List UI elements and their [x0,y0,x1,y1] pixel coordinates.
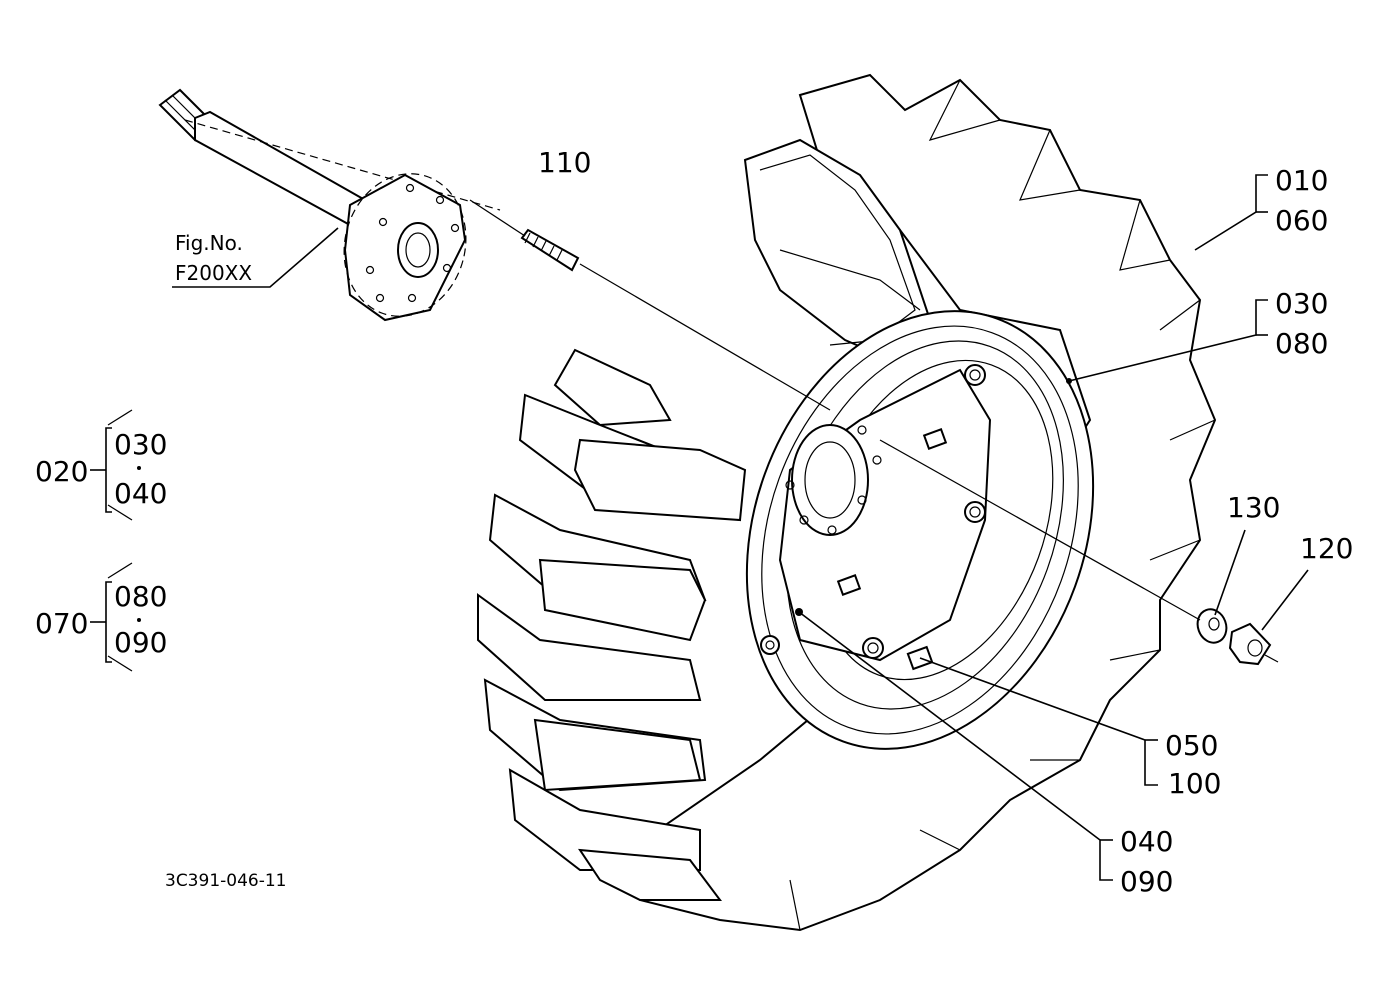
fig-ref-line2: F200XX [175,261,252,285]
group-020-label: 020 [35,455,88,488]
callout-060: 060 [1275,204,1328,237]
callout-120: 120 [1300,532,1353,565]
callout-010: 010 [1275,164,1328,197]
callout-110: 110 [538,146,591,179]
rim-nut [964,364,986,386]
callout-050: 050 [1165,729,1218,762]
callout-080: 080 [1275,327,1328,360]
leader-lines [90,174,1309,881]
assembly-lines [469,199,1279,663]
tire-tread-left [477,348,747,901]
fig-ref-line1: Fig.No. [175,231,243,255]
group-070-item-b: 090 [114,626,167,659]
rim-bolt [922,428,948,450]
axle-flange [343,173,467,322]
wheel-nut [1228,622,1272,666]
callout-130: 130 [1227,491,1280,524]
rim-nut [964,501,986,523]
axle-shaft [158,88,501,227]
washer [1196,608,1228,644]
callout-100: 100 [1168,767,1221,800]
center-bore [791,424,869,536]
stud-bolt [520,228,580,272]
group-070-item-a: 080 [114,580,167,613]
rim-bolt [836,574,862,596]
drawing-number: 3C391-046-11 [165,871,286,891]
group-070-label: 070 [35,607,88,640]
callout-030: 030 [1275,287,1328,320]
wheel-disc [760,364,1072,671]
rim-nut [760,635,780,655]
callout-090: 090 [1120,865,1173,898]
group-020-item-b: 040 [114,477,167,510]
rim-nut [862,637,884,659]
group-020-item-a: 030 [114,428,167,461]
callout-040: 040 [1120,825,1173,858]
